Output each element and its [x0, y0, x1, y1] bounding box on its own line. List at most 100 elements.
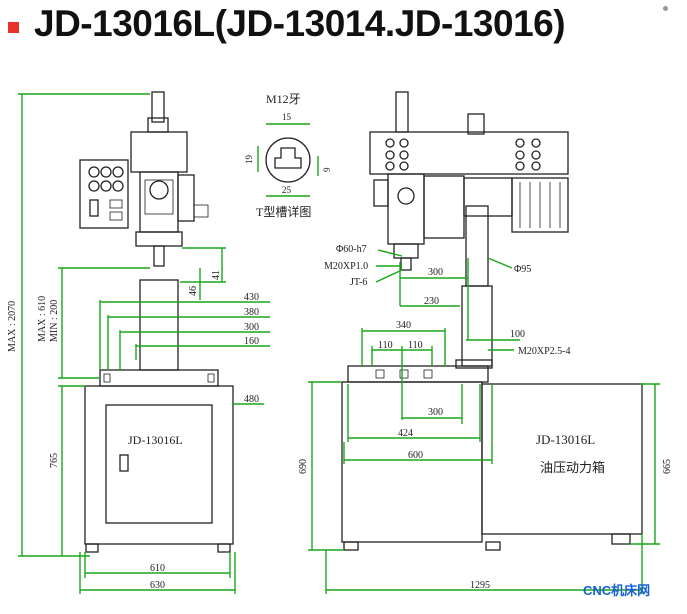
t-slot-circle [265, 137, 311, 183]
right-head-body [387, 173, 425, 245]
left-cabinet-door [105, 404, 213, 524]
label-665: 665 [662, 459, 673, 474]
label-340: 340 [396, 320, 411, 331]
tank-name-label: 油压动力箱 [540, 460, 605, 475]
t-slot-detail [257, 123, 319, 197]
watermark-text: CNC机床网 [583, 583, 651, 598]
page-title: JD-13016L(JD-13014.JD-13016) [34, 3, 566, 44]
cabinet-model-label: JD-13016L [128, 433, 183, 447]
left-spindle-top [151, 91, 165, 123]
gear-dot-4 [399, 150, 409, 160]
left-spindle-collar [147, 117, 169, 133]
tank-foot [611, 533, 631, 545]
right-foot-l [343, 541, 359, 551]
left-head-inner [144, 179, 174, 215]
slot-dim-25: 25 [282, 185, 292, 195]
right-column [461, 285, 493, 367]
left-quill [153, 245, 165, 267]
left-worktable [99, 369, 219, 387]
right-motor [511, 177, 569, 233]
label-column-thread: M20XP2.5-4 [518, 346, 571, 357]
slot-caption: T型槽详图 [256, 204, 311, 219]
left-head-circle [149, 180, 169, 200]
label-300-reach: 300 [428, 267, 443, 278]
leader-column-dia [487, 257, 513, 269]
leader-spindle-dia [377, 249, 403, 257]
slot-dim-19: 19 [244, 155, 254, 165]
left-drill-head [130, 131, 188, 173]
gear-dot-9 [515, 150, 525, 160]
left-foot-r [217, 543, 231, 553]
right-view [308, 91, 660, 594]
gear-dot-11 [515, 161, 525, 171]
right-spindle-top [395, 91, 409, 133]
right-column-base [455, 359, 493, 369]
left-control-box [79, 159, 129, 229]
tank-model-label: JD-13016L [536, 432, 595, 447]
slot-thread-label: M12牙 [266, 92, 301, 106]
gear-dot-1 [385, 138, 395, 148]
label-110b: 110 [408, 340, 423, 351]
t-slot-profile [274, 147, 302, 169]
right-foot-r [485, 541, 501, 551]
label-600: 600 [408, 450, 423, 461]
gear-dot-2 [399, 138, 409, 148]
label-stroke-max: MAX : 610 [37, 296, 48, 342]
right-column-top [467, 113, 485, 135]
control-button-3 [112, 166, 124, 178]
left-view [18, 91, 270, 594]
control-button-4 [88, 180, 100, 192]
left-foot-l [85, 543, 99, 553]
left-column [139, 279, 179, 371]
right-table-slot-1 [375, 369, 385, 379]
right-head-circle [397, 187, 415, 205]
leader-taper [375, 269, 403, 283]
right-gear-head [369, 131, 569, 175]
label-430: 430 [244, 292, 259, 303]
label-taper: JT-6 [350, 277, 367, 288]
label-424: 424 [398, 428, 413, 439]
right-table-slot-2 [399, 369, 409, 379]
label-300-left: 300 [244, 322, 259, 333]
right-quill [400, 257, 412, 271]
label-765: 765 [49, 453, 60, 468]
right-table-slot-3 [423, 369, 433, 379]
control-switch [89, 199, 99, 217]
gear-dot-10 [531, 150, 541, 160]
label-160: 160 [244, 336, 259, 347]
label-spindle-dia: Φ60-h7 [336, 244, 367, 255]
title-bar: JD-13016L(JD-13014.JD-13016) [0, 0, 687, 48]
table-bolt-l [103, 373, 111, 383]
slot-dim-15: 15 [282, 112, 292, 122]
control-indicator-1 [109, 199, 123, 209]
left-door-handle [119, 454, 129, 472]
oil-tank [481, 383, 643, 535]
label-380: 380 [244, 307, 259, 318]
label-480: 480 [244, 394, 259, 405]
control-button-5 [100, 180, 112, 192]
label-630: 630 [150, 580, 165, 591]
gear-dot-3 [385, 150, 395, 160]
label-230: 230 [424, 296, 439, 307]
label-stroke-min: MIN : 200 [49, 300, 60, 342]
slot-dim-9: 9 [322, 167, 332, 172]
right-column-upper [465, 205, 489, 287]
gear-dot-5 [385, 161, 395, 171]
label-46: 46 [188, 286, 199, 296]
control-indicator-2 [109, 211, 123, 221]
right-cabinet [341, 381, 483, 543]
control-button-2 [100, 166, 112, 178]
title-marker-square [8, 22, 19, 33]
left-motor-side [177, 174, 195, 222]
label-300-base: 300 [428, 407, 443, 418]
gear-dot-8 [531, 138, 541, 148]
label-total-height: MAX : 2070 [7, 301, 18, 352]
corner-dot [663, 6, 668, 11]
label-1295: 1295 [470, 580, 490, 591]
label-100: 100 [510, 329, 525, 340]
label-column-dia: Φ95 [514, 264, 531, 275]
label-110a: 110 [378, 340, 393, 351]
control-button-1 [88, 166, 100, 178]
label-610: 610 [150, 563, 165, 574]
gear-dot-7 [515, 138, 525, 148]
